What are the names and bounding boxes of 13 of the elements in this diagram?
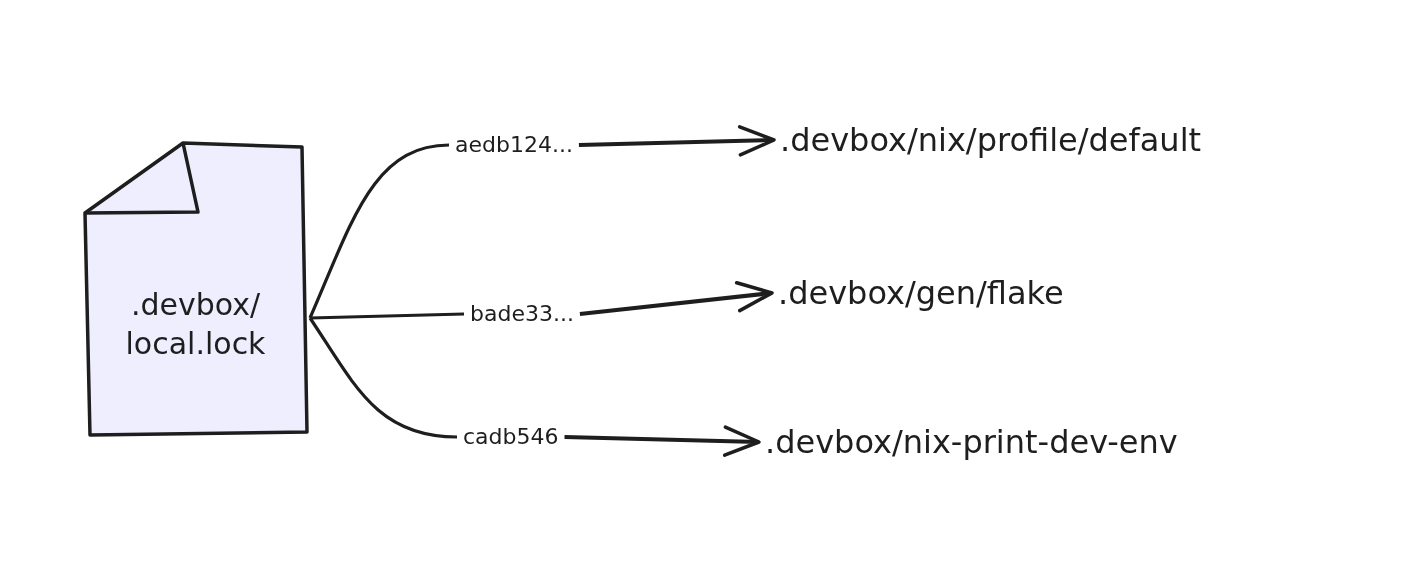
hash-label: aedb124...: [455, 131, 573, 159]
path-label: .devbox/nix/profile/default: [780, 120, 1202, 160]
hash-label: bade33...: [470, 300, 574, 328]
connector-line: [308, 143, 450, 319]
file-name: .devbox/ local.lock: [124, 286, 267, 363]
path-label: .devbox/gen/flake: [778, 273, 1064, 313]
path-label: .devbox/nix-print-dev-env: [765, 422, 1178, 462]
connector-line: [308, 317, 458, 439]
arrow: [564, 425, 761, 457]
arrow: [578, 125, 776, 157]
connector-line: [309, 312, 465, 320]
hash-label: cadb546: [463, 423, 559, 451]
arrow: [579, 281, 774, 316]
